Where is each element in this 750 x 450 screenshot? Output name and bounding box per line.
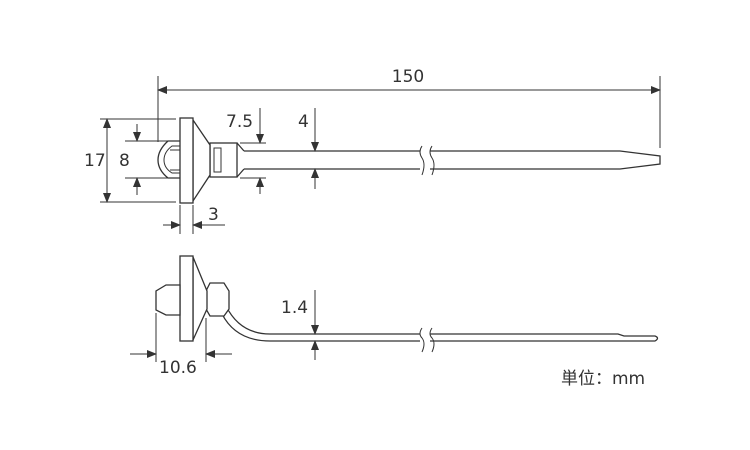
side-view: [155, 255, 659, 353]
top-view: [157, 117, 661, 204]
dim-4-label: 4: [298, 112, 309, 132]
dim-7-5-label: 7.5: [226, 112, 253, 132]
dim-head-width: 8: [119, 124, 170, 195]
unit-label: 単位：mm: [561, 369, 645, 389]
dim-8-label: 8: [119, 151, 130, 171]
dim-strap-width: 4: [298, 108, 319, 189]
dim-150-label: 150: [392, 67, 424, 87]
dim-1-4-label: 1.4: [281, 298, 308, 318]
dim-3-label: 3: [208, 205, 219, 225]
dim-head-length: 10.6: [130, 313, 232, 378]
dim-strap-thickness: 1.4: [281, 290, 319, 360]
dim-head-height: 17: [84, 118, 176, 203]
dim-lock-width: 7.5: [226, 108, 266, 194]
dim-flange-thickness: 3: [163, 205, 225, 234]
dim-overall-length: 150: [157, 67, 661, 148]
dim-17-label: 17: [84, 151, 106, 171]
dim-10-6-label: 10.6: [159, 358, 197, 378]
